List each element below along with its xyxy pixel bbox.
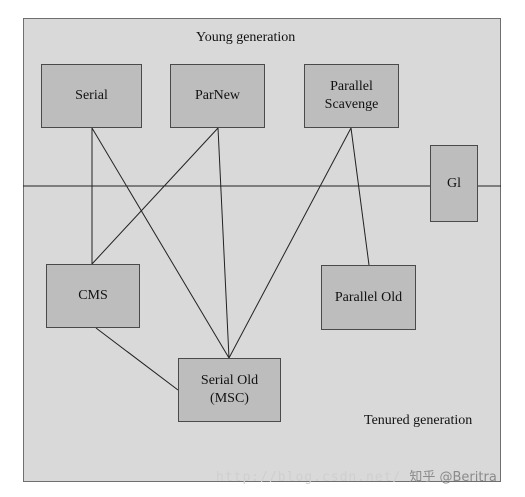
collector-serial-old-line1: Serial Old <box>200 373 259 388</box>
collector-serial-old-line2: (MSC) <box>210 391 249 406</box>
collector-g1-label: Gl <box>447 175 461 191</box>
watermark-brand: 知乎 @Beritra <box>409 470 497 485</box>
collector-parallel-scavenge: Parallel Scavenge <box>304 64 399 128</box>
tenured-generation-label: Tenured generation <box>364 413 473 428</box>
link-parallel-scavenge-to-serial-old <box>228 127 352 359</box>
young-generation-label: Young generation <box>196 30 296 45</box>
collector-parnew: ParNew <box>170 64 265 128</box>
collector-parallel-old: Parallel Old <box>321 265 416 330</box>
link-parnew-to-cms <box>91 127 219 265</box>
collector-cms: CMS <box>46 264 140 328</box>
collector-g1: Gl <box>430 145 478 222</box>
link-serial-to-serial-old <box>91 127 230 359</box>
watermark: http://blog.csdn.net/知乎 @Beritra <box>216 466 497 485</box>
collector-serial-old: Serial Old (MSC) <box>178 358 281 422</box>
link-parnew-to-serial-old <box>217 127 230 359</box>
collector-parallel-scavenge-line1: Parallel <box>330 79 373 94</box>
collector-serial: Serial <box>41 64 142 128</box>
collector-parnew-label: ParNew <box>194 88 241 103</box>
collector-parallel-scavenge-line2: Scavenge <box>324 97 379 112</box>
link-cms-to-serial-old <box>95 327 179 391</box>
watermark-url: http://blog.csdn.net/ <box>216 470 402 485</box>
collector-cms-label: CMS <box>78 288 108 303</box>
link-parallel-scavenge-to-parallel-old <box>350 127 370 266</box>
collector-serial-label: Serial <box>75 88 108 103</box>
collector-parallel-old-label: Parallel Old <box>334 289 403 305</box>
